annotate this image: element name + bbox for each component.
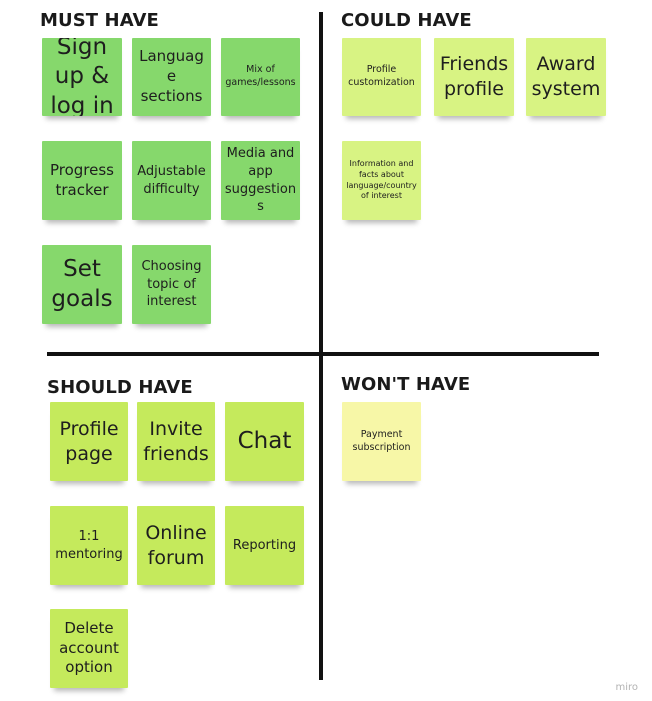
sticky-note-text: Invite friends (143, 417, 209, 465)
sticky-note[interactable]: Choosing topic of interest (132, 245, 211, 324)
wont-have-title: WON'T HAVE (341, 374, 471, 395)
sticky-note-text: Sign up & log in (50, 38, 114, 116)
sticky-note-text: Friends profile (439, 53, 509, 100)
sticky-note-text: Progress tracker (49, 160, 114, 199)
sticky-note-text: Online forum (145, 521, 207, 569)
sticky-note-text: Mix of games/lessons (225, 64, 296, 88)
sticky-note-text: Set goals (51, 256, 113, 312)
sticky-note[interactable]: Profile page (50, 402, 128, 481)
sticky-note-text: Language sections (139, 47, 204, 105)
sticky-note-text: Profile customization (348, 64, 415, 88)
sticky-note[interactable]: Set goals (42, 245, 122, 324)
sticky-note-text: Award system (531, 53, 601, 100)
sticky-note[interactable]: Progress tracker (42, 141, 122, 220)
horizontal-divider (47, 352, 599, 356)
sticky-note[interactable]: Adjustable difficulty (132, 141, 211, 220)
sticky-note[interactable]: Payment subscription (342, 402, 421, 481)
sticky-note-text: Payment subscription (352, 428, 411, 453)
should-have-title: SHOULD HAVE (47, 377, 193, 398)
sticky-note[interactable]: Chat (225, 402, 304, 481)
sticky-note-text: Reporting (232, 537, 297, 553)
sticky-note-text: Choosing topic of interest (141, 259, 202, 310)
could-have-title: COULD HAVE (341, 10, 472, 31)
sticky-note[interactable]: Mix of games/lessons (221, 38, 300, 116)
sticky-note-text: Media and app suggestions (224, 146, 297, 215)
vertical-divider (319, 12, 323, 680)
sticky-note[interactable]: Profile customization (342, 38, 421, 116)
sticky-note[interactable]: Invite friends (137, 402, 215, 481)
sticky-note-text: Chat (237, 427, 292, 454)
must-have-title: MUST HAVE (40, 10, 159, 31)
miro-watermark: miro (615, 682, 638, 693)
sticky-note[interactable]: Information and facts about language/cou… (342, 141, 421, 220)
sticky-note-text: Profile page (59, 417, 119, 465)
sticky-note[interactable]: Sign up & log in (42, 38, 122, 116)
sticky-note[interactable]: Media and app suggestions (221, 141, 300, 220)
sticky-note[interactable]: Award system (526, 38, 606, 116)
sticky-note[interactable]: Friends profile (434, 38, 514, 116)
sticky-note-text: Delete account option (59, 618, 119, 677)
sticky-note[interactable]: Language sections (132, 38, 211, 116)
sticky-note-text: 1:1 mentoring (55, 528, 123, 562)
sticky-note-text: Information and facts about language/cou… (346, 158, 417, 201)
sticky-note[interactable]: 1:1 mentoring (50, 506, 128, 585)
sticky-note-text: Adjustable difficulty (137, 163, 206, 197)
sticky-note[interactable]: Online forum (137, 506, 215, 585)
sticky-note[interactable]: Reporting (225, 506, 304, 585)
sticky-note[interactable]: Delete account option (50, 609, 128, 688)
